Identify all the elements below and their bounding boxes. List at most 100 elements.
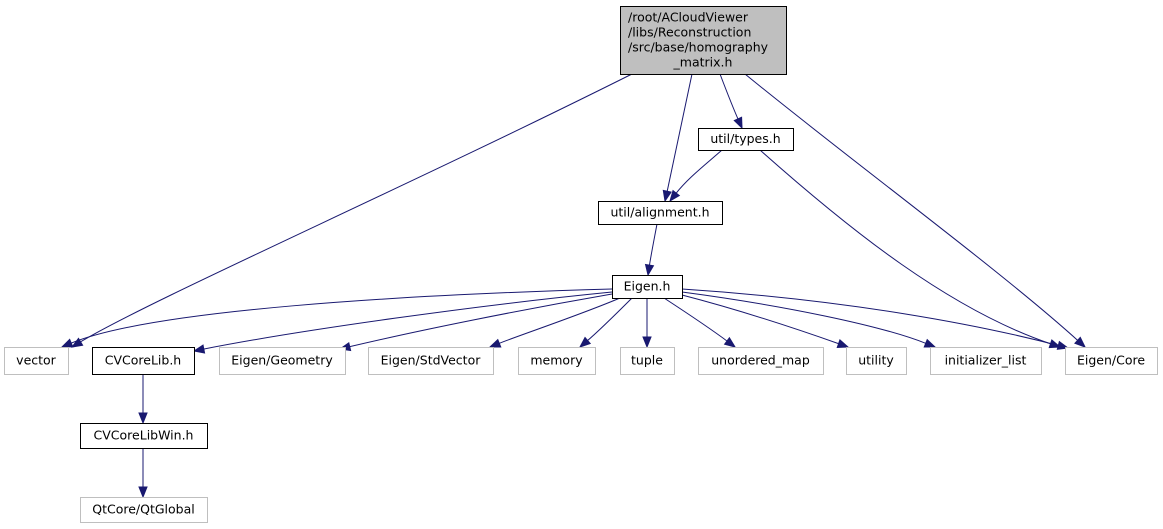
arrowhead-icon <box>488 338 502 348</box>
edge-types-to-eigencore <box>759 149 1062 349</box>
edge-line <box>744 73 1079 342</box>
edge-line <box>79 73 633 343</box>
edge-line <box>675 149 723 195</box>
arrowhead-icon <box>192 344 206 354</box>
node-label: util/alignment.h <box>610 205 709 220</box>
edge-line <box>681 294 840 345</box>
node-box <box>518 347 596 375</box>
edge-alignment-to-eigen <box>644 223 658 277</box>
node-label: QtCore/QtGlobal <box>92 502 195 517</box>
arrowhead-icon <box>669 189 681 203</box>
node-label: Eigen/StdVector <box>381 353 482 368</box>
node-vector: vector <box>4 347 69 375</box>
node-stdvector: Eigen/StdVector <box>368 347 494 375</box>
node-label: unordered_map <box>711 353 810 368</box>
node-label: Eigen/Core <box>1077 353 1145 368</box>
arrowhead-icon <box>644 263 655 277</box>
node-box <box>219 347 346 375</box>
edge-eigen-to-tuple <box>642 298 652 349</box>
arrowhead-icon <box>1074 336 1086 348</box>
edge-root-to-types <box>719 73 743 130</box>
edge-root-to-eigencore <box>744 73 1086 348</box>
node-box <box>698 347 824 375</box>
node-label: /root/ACloudViewer <box>628 10 749 25</box>
node-root[interactable]: /root/ACloudViewer/libs/Reconstruction/s… <box>620 6 787 75</box>
edge-line <box>586 297 633 342</box>
edge-eigen-to-cvcorelib <box>192 291 613 354</box>
node-qtglobal: QtCore/QtGlobal <box>80 497 208 523</box>
arrowhead-icon <box>578 336 592 348</box>
node-box[interactable] <box>598 201 723 225</box>
node-label: vector <box>16 353 57 368</box>
node-box <box>80 497 208 523</box>
edge-root-to-alignment <box>662 73 693 203</box>
node-label: memory <box>530 353 583 368</box>
node-box <box>1065 347 1158 375</box>
edge-cvcorelibwin-to-qtglobal <box>138 447 148 499</box>
edge-cvcorelib-to-cvcorelibwin <box>138 373 148 425</box>
node-tuple: tuple <box>620 347 675 375</box>
node-eigen[interactable]: Eigen.h <box>612 275 683 299</box>
node-box[interactable] <box>612 275 683 299</box>
edges-layer <box>60 73 1086 499</box>
edge-root-to-vector <box>70 73 633 348</box>
node-box[interactable] <box>698 128 794 151</box>
node-label: utility <box>858 353 894 368</box>
edge-eigen-to-initializer_list <box>681 291 937 348</box>
node-initializer-list: initializer_list <box>930 347 1042 375</box>
node-box <box>620 347 675 375</box>
node-box[interactable] <box>80 423 208 449</box>
edge-eigen-to-memory <box>578 297 633 348</box>
arrowhead-icon <box>662 189 672 203</box>
node-label: /libs/Reconstruction <box>628 25 751 40</box>
edge-line <box>648 223 658 267</box>
edge-line <box>681 291 927 345</box>
node-alignment[interactable]: util/alignment.h <box>598 201 723 225</box>
edge-eigen-to-vector <box>60 288 613 348</box>
edge-line <box>666 73 693 193</box>
node-label: Eigen.h <box>624 279 671 294</box>
edge-line <box>348 293 613 348</box>
edge-eigen-to-stdvector <box>488 297 621 348</box>
node-memory: memory <box>518 347 596 375</box>
arrowhead-icon <box>138 486 148 499</box>
edge-line <box>719 73 739 120</box>
node-box[interactable] <box>620 6 787 75</box>
node-label: CVCoreLibWin.h <box>94 428 194 443</box>
node-types[interactable]: util/types.h <box>698 128 794 151</box>
arrowhead-icon <box>60 338 74 348</box>
edge-line <box>202 291 613 350</box>
edge-line <box>498 297 621 345</box>
arrowhead-icon <box>723 336 737 348</box>
arrowhead-icon <box>733 116 743 130</box>
node-label: initializer_list <box>945 353 1027 368</box>
node-eigencore: Eigen/Core <box>1065 347 1158 375</box>
edge-eigen-to-utility <box>681 294 850 348</box>
node-box <box>368 347 494 375</box>
arrowhead-icon <box>642 336 652 349</box>
node-box[interactable] <box>92 347 195 375</box>
node-unordered-map: unordered_map <box>698 347 824 375</box>
node-geometry: Eigen/Geometry <box>219 347 346 375</box>
edge-line <box>759 149 1052 345</box>
node-label: /src/base/homography <box>628 40 769 55</box>
arrowhead-icon <box>923 338 937 348</box>
edge-types-to-alignment <box>669 149 723 203</box>
node-box <box>846 347 907 375</box>
nodes-layer: /root/ACloudViewer/libs/Reconstruction/s… <box>4 6 1158 523</box>
edge-line <box>70 288 613 344</box>
edge-eigen-to-geometry <box>338 293 613 352</box>
node-label: Eigen/Geometry <box>231 353 333 368</box>
arrowhead-icon <box>70 337 84 348</box>
node-label: util/types.h <box>710 131 780 146</box>
arrowhead-icon <box>138 412 148 425</box>
node-utility: utility <box>846 347 907 375</box>
node-cvcorelib[interactable]: CVCoreLib.h <box>92 347 195 375</box>
edge-eigen-to-unordered_map <box>663 297 737 348</box>
edge-line <box>681 288 1060 347</box>
edge-line <box>663 297 729 343</box>
node-cvcorelibwin[interactable]: CVCoreLibWin.h <box>80 423 208 449</box>
node-label: _matrix.h <box>673 55 733 70</box>
node-box <box>4 347 69 375</box>
